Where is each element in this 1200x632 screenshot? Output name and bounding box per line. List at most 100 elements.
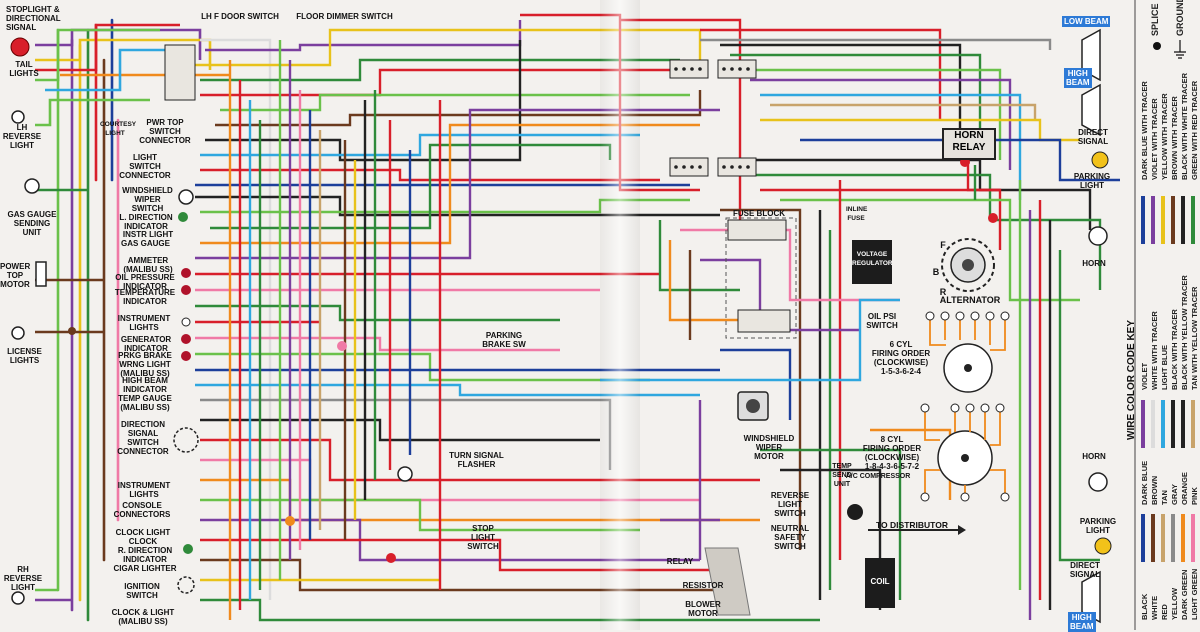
label-turn-signal-flasher: TURN SIGNAL FLASHER <box>449 451 504 469</box>
color-key-label: YELLOW WITH TRACER <box>1160 93 1169 180</box>
label-alternator: ALTERNATOR <box>939 295 1001 305</box>
color-key-label: BLACK WITH TRACER <box>1170 309 1179 390</box>
alternator <box>941 238 995 292</box>
color-key-label: TAN WITH YELLOW TRACER <box>1190 286 1199 390</box>
color-key-swatches <box>1141 196 1195 562</box>
color-key-label: DARK BLUE <box>1140 460 1149 505</box>
middle-vertical-wires <box>228 40 442 620</box>
color-key-label: TAN <box>1160 490 1169 505</box>
label-windshield-wiper-motor: WINDSHIELD WIPER MOTOR <box>743 434 795 461</box>
color-key-label: GRAY <box>1170 484 1179 505</box>
label-tail-lights: TAIL LIGHTS <box>9 60 39 78</box>
label-temperature: TEMPERATURE INDICATOR <box>114 288 176 306</box>
distributor-6cyl <box>925 311 1010 393</box>
label-clock-light: CLOCK LIGHT CLOCK <box>115 528 171 546</box>
color-key-swatch <box>1151 514 1155 562</box>
label-rh-reverse: RH REVERSE LIGHT <box>3 565 43 592</box>
label-relay: RELAY <box>666 557 694 566</box>
color-key-swatch <box>1151 196 1155 244</box>
color-key-label: BLACK WITH YELLOW TRACER <box>1180 275 1189 390</box>
color-key-swatch <box>1151 400 1155 448</box>
turn-signal-flasher <box>397 466 413 482</box>
label-voltage-regulator: VOLTAGE REGULATOR <box>852 250 893 268</box>
label-console: CONSOLE CONNECTORS <box>113 501 171 519</box>
label-cigar: CIGAR LIGHTER <box>113 564 177 573</box>
color-key-swatch <box>1171 514 1175 562</box>
label-lh-reverse: LH REVERSE LIGHT <box>2 123 42 150</box>
right-lamps <box>1081 28 1112 624</box>
color-key-label: GREEN WITH RED TRACER <box>1190 80 1199 180</box>
label-fuse-block: FUSE BLOCK <box>733 209 785 218</box>
color-key-label: WHITE WITH TRACER <box>1150 311 1159 390</box>
label-direction-signal: DIRECTION SIGNAL SWITCH CONNECTOR <box>117 420 169 456</box>
color-key-swatch <box>1191 514 1195 562</box>
color-key-label: PINK <box>1190 487 1199 505</box>
label-alt-r: R <box>939 287 947 297</box>
blower-block <box>704 547 751 616</box>
label-horn-relay: HORN RELAY <box>942 128 996 160</box>
color-key-label: BLACK WITH WHITE TRACER <box>1180 72 1189 180</box>
connector-blocks <box>164 44 791 333</box>
horn-relay-wires <box>966 165 1000 200</box>
label-instr-light: INSTR LIGHT <box>122 230 174 239</box>
license-lamp <box>11 326 25 340</box>
color-key-label: LIGHT BLUE <box>1160 345 1169 390</box>
label-parking-brake: PARKING BRAKE SW <box>482 331 526 349</box>
label-oil-pressure: OIL PRESSURE INDICATOR <box>115 273 175 291</box>
label-instrument-lights: INSTRUMENT LIGHTS <box>117 314 171 332</box>
label-high-beam-bottom: HIGH BEAM <box>1068 612 1096 632</box>
label-temp-gauge: TEMP GAUGE (MALIBU SS) <box>118 394 172 412</box>
label-ignition: IGNITION SWITCH <box>124 582 160 600</box>
label-direct-signal: DIRECT SIGNAL <box>1077 128 1109 146</box>
stoplight-lamp <box>10 37 30 57</box>
label-generator: GENERATOR INDICATOR <box>120 335 172 353</box>
power-top-motor <box>35 261 47 287</box>
color-key-swatch <box>1161 514 1165 562</box>
gas-gauge-unit <box>24 178 40 194</box>
color-key-label: DARK BLUE WITH TRACER <box>1140 81 1149 180</box>
ground-symbol <box>1174 40 1186 59</box>
label-lh-f-door: LH F DOOR SWITCH <box>201 12 279 21</box>
color-key-swatch <box>1171 196 1175 244</box>
color-key-label: ORANGE <box>1180 472 1189 505</box>
label-prkg-brake: PRKG BRAKE WRNG LIGHT (MALIBU SS) <box>118 351 172 378</box>
label-low-beam: LOW BEAM <box>1062 16 1111 27</box>
label-instrument-lights-2: INSTRUMENT LIGHTS <box>117 481 171 499</box>
label-power-top-motor: POWER TOP MOTOR <box>0 262 31 289</box>
label-windshield-wiper-switch: WINDSHIELD WIPER SWITCH <box>122 186 173 213</box>
color-key-label: DARK GREEN <box>1180 569 1189 620</box>
label-horn-2: HORN <box>1082 452 1106 461</box>
label-clock-light-2: CLOCK & LIGHT (MALIBU SS) <box>111 608 175 626</box>
dash-indicators <box>173 189 199 594</box>
label-oil-psi: OIL PSI SWITCH <box>866 312 898 330</box>
label-gas-gauge-unit: GAS GAUGE SENDING UNIT <box>7 210 57 237</box>
label-inline-fuse: INLINE FUSE <box>846 206 868 222</box>
color-key-label: YELLOW <box>1170 587 1179 620</box>
distributor-8cyl <box>920 403 1010 502</box>
left-components <box>10 37 47 605</box>
color-key-label: RED <box>1160 604 1169 620</box>
label-courtesy-light: COURTESY LIGHT <box>100 121 137 137</box>
label-splice: SPLICE <box>1150 3 1160 36</box>
color-key-swatch <box>1181 196 1185 244</box>
label-alt-b: B <box>932 267 940 277</box>
label-r-direction: R. DIRECTION INDICATOR <box>117 546 173 564</box>
color-key-swatch <box>1181 400 1185 448</box>
label-to-distributor: TO DISTRIBUTOR <box>876 520 948 530</box>
label-6cyl: 6 CYL FIRING ORDER (CLOCKWISE) 1-5-3-6-2… <box>871 340 931 376</box>
label-ground: GROUND <box>1175 0 1185 36</box>
label-pwr-top-switch: PWR TOP SWITCH CONNECTOR <box>139 118 191 145</box>
label-ammeter: AMMETER (MALIBU SS) <box>123 256 173 274</box>
label-parking-light-2: PARKING LIGHT <box>1079 517 1117 535</box>
label-temp-send: TEMP SEND UNIT <box>832 463 852 488</box>
color-key-label: LIGHT GREEN <box>1190 568 1199 620</box>
color-key-label: BLACK <box>1140 593 1149 620</box>
color-key-label: VIOLET <box>1140 362 1149 390</box>
color-key-label: WHITE <box>1150 595 1159 620</box>
label-coil: COIL <box>865 577 895 586</box>
wiper-motor <box>737 391 769 421</box>
color-key-swatch <box>1141 514 1145 562</box>
fuse-block-outline <box>725 217 797 339</box>
